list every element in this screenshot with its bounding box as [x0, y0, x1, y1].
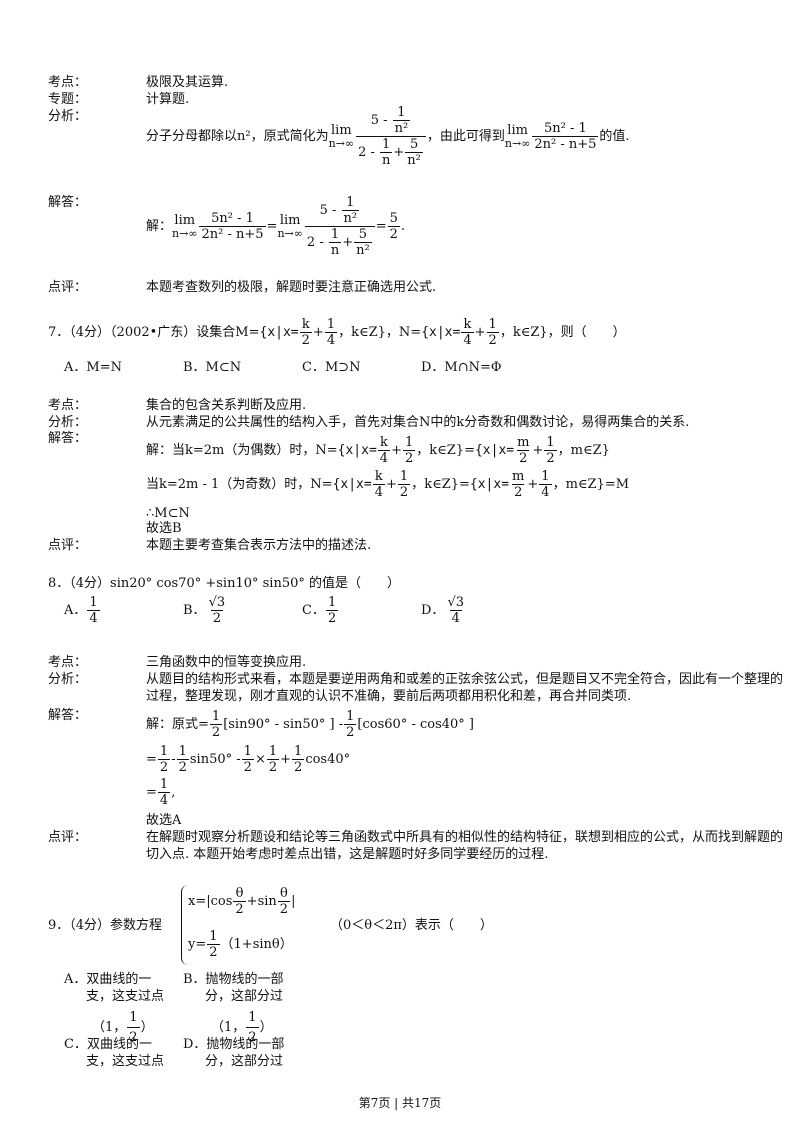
dianping-label: 点评：: [48, 538, 88, 553]
fenxi-label: 分析：: [48, 415, 88, 430]
jieda-label: 解答：: [48, 431, 88, 446]
analysis-text-post: 的值.: [599, 129, 630, 144]
kaodian-label: 考点：: [48, 398, 88, 413]
q7-option-c[interactable]: C．M⊃N: [302, 360, 361, 375]
q7-option-d[interactable]: D．M∩N=Φ: [421, 360, 502, 375]
dianping-label: 点评：: [48, 280, 88, 295]
kaodian-label: 考点：: [48, 655, 88, 670]
q9-option-c[interactable]: C．双曲线的一 支，这支过点: [64, 1037, 165, 1069]
equation-system-brace: [181, 885, 188, 965]
zhuanti-label: 专题：: [48, 92, 88, 107]
q9-stem-prefix: 9．（4分）参数方程: [48, 918, 163, 933]
dianping-label: 点评：: [48, 830, 88, 845]
fenxi-text: 从题目的结构形式来看，本题是要逆用两角和或差的正弦余弦公式，但是题目又不完全符合…: [146, 672, 784, 704]
page-footer: 第7页 | 共17页: [358, 1096, 442, 1110]
therefore-line: ∴M⊂N: [146, 506, 190, 521]
zhuanti-text: 计算题.: [146, 92, 190, 107]
fenxi-label: 分析：: [48, 109, 88, 124]
answer-line: 故选A: [146, 813, 182, 828]
q7-option-a[interactable]: A．M=N: [64, 360, 122, 375]
dianping-text: 本题考查数列的极限，解题时要注意正确选用公式.: [146, 280, 437, 295]
analysis-text-pre: 分子分母都除以n²，原式简化为: [146, 129, 329, 144]
kaodian-label: 考点：: [48, 75, 88, 90]
q7-option-b[interactable]: B．M⊂N: [183, 360, 242, 375]
q9-stem-range: （0＜θ＜2π）表示（ ）: [330, 918, 493, 933]
kaodian-text: 集合的包含关系判断及应用.: [146, 398, 307, 413]
equals-sign: =: [375, 219, 387, 234]
equals-sign: =: [266, 219, 278, 234]
kaodian-text: 极限及其运算.: [146, 75, 229, 90]
q9-option-d[interactable]: D．抛物线的一部 分，这部分过: [183, 1037, 285, 1069]
kaodian-text: 三角函数中的恒等变换应用.: [146, 655, 307, 670]
fenxi-text: 从元素满足的公共属性的结构入手，首先对集合N中的k分奇数和偶数讨论，易得两集合的…: [146, 415, 690, 430]
analysis-text-mid: ，由此可得到: [426, 129, 505, 144]
jieda-label: 解答：: [48, 195, 88, 210]
jieda-label: 解答：: [48, 708, 88, 723]
answer-line: 故选B: [146, 521, 182, 536]
dianping-text: 在解题时观察分析题设和结论等三角函数式中所具有的相似性的结构特征，联想到相应的公…: [146, 830, 784, 862]
fenxi-label: 分析：: [48, 672, 88, 687]
q8-stem: 8．（4分）sin20° cos70° +sin10° sin50° 的值是（ …: [48, 576, 401, 591]
dianping-text: 本题主要考查集合表示方法中的描述法.: [146, 538, 372, 553]
jie-prefix: 解：: [146, 219, 173, 234]
